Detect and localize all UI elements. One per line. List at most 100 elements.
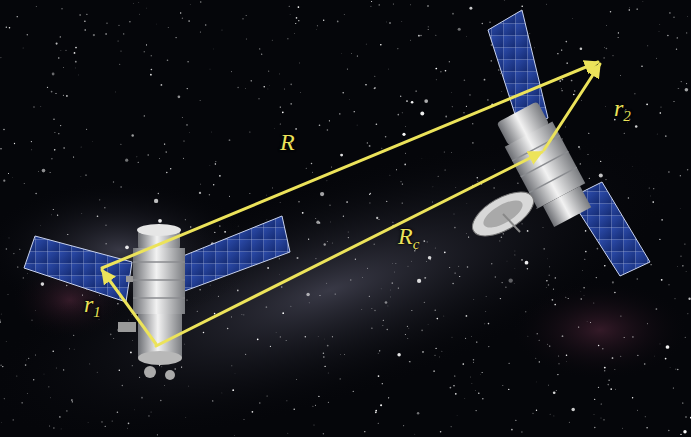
star [434, 354, 436, 356]
star [186, 124, 187, 125]
star [411, 101, 414, 104]
star [122, 385, 123, 386]
star [3, 180, 5, 182]
star [293, 33, 295, 35]
star [514, 250, 516, 252]
star [473, 359, 474, 360]
star [337, 21, 339, 23]
star [553, 415, 555, 417]
star [427, 324, 429, 326]
star [593, 302, 594, 303]
star [568, 298, 569, 299]
star [606, 25, 608, 27]
star [128, 423, 130, 425]
star [0, 148, 2, 150]
star [389, 22, 391, 24]
star [602, 348, 604, 350]
star [454, 227, 456, 229]
star [53, 119, 54, 120]
star [600, 161, 601, 162]
star [271, 39, 273, 41]
star [502, 385, 503, 386]
star [560, 88, 562, 90]
star [441, 350, 443, 352]
star [535, 357, 537, 359]
star [326, 240, 328, 242]
star [40, 106, 42, 108]
star [329, 204, 331, 206]
star [98, 295, 100, 297]
star [449, 61, 450, 62]
star [535, 381, 537, 383]
star [456, 415, 458, 417]
star [395, 263, 397, 265]
star [580, 298, 581, 299]
star [476, 342, 477, 343]
star [485, 295, 487, 297]
star [554, 304, 556, 306]
star [263, 86, 264, 87]
star [477, 177, 479, 179]
star [134, 409, 136, 411]
star [565, 126, 567, 128]
star [8, 173, 9, 174]
star [369, 202, 370, 203]
star [92, 141, 94, 143]
star [411, 310, 412, 311]
star [514, 254, 516, 256]
star [119, 63, 121, 65]
star [411, 260, 413, 262]
star [646, 427, 647, 428]
star [60, 428, 62, 430]
star [258, 98, 259, 99]
star [166, 172, 167, 173]
star [585, 230, 587, 232]
star [73, 335, 74, 336]
star [138, 162, 139, 163]
star [0, 320, 1, 321]
star [378, 219, 379, 220]
star [245, 88, 247, 90]
star [164, 143, 165, 144]
star [160, 400, 161, 401]
star [557, 374, 558, 375]
star [128, 319, 130, 321]
star [584, 259, 585, 260]
star [452, 13, 454, 15]
star [392, 222, 393, 223]
star [319, 124, 321, 126]
star [3, 398, 5, 400]
vector-label: r1 [84, 292, 101, 320]
star [656, 308, 658, 310]
star [139, 377, 140, 378]
satellite-right [466, 10, 650, 276]
star [690, 417, 691, 419]
star [174, 368, 175, 369]
star [608, 379, 609, 380]
star [343, 13, 345, 15]
star [382, 383, 383, 384]
star [594, 427, 595, 428]
star [19, 249, 20, 250]
star [167, 59, 169, 61]
star [331, 166, 333, 168]
star [148, 415, 149, 416]
star [214, 232, 215, 233]
star [371, 308, 373, 310]
star [161, 366, 163, 368]
star [659, 343, 661, 345]
star [130, 352, 132, 354]
star [480, 373, 482, 375]
star [27, 34, 28, 35]
star [150, 74, 152, 76]
star [467, 266, 469, 268]
star [673, 387, 674, 388]
star [637, 355, 638, 356]
star [618, 32, 619, 33]
star [350, 279, 351, 280]
star [298, 20, 299, 21]
star [159, 365, 160, 366]
star [527, 230, 529, 232]
star [328, 402, 329, 403]
star [571, 408, 575, 412]
